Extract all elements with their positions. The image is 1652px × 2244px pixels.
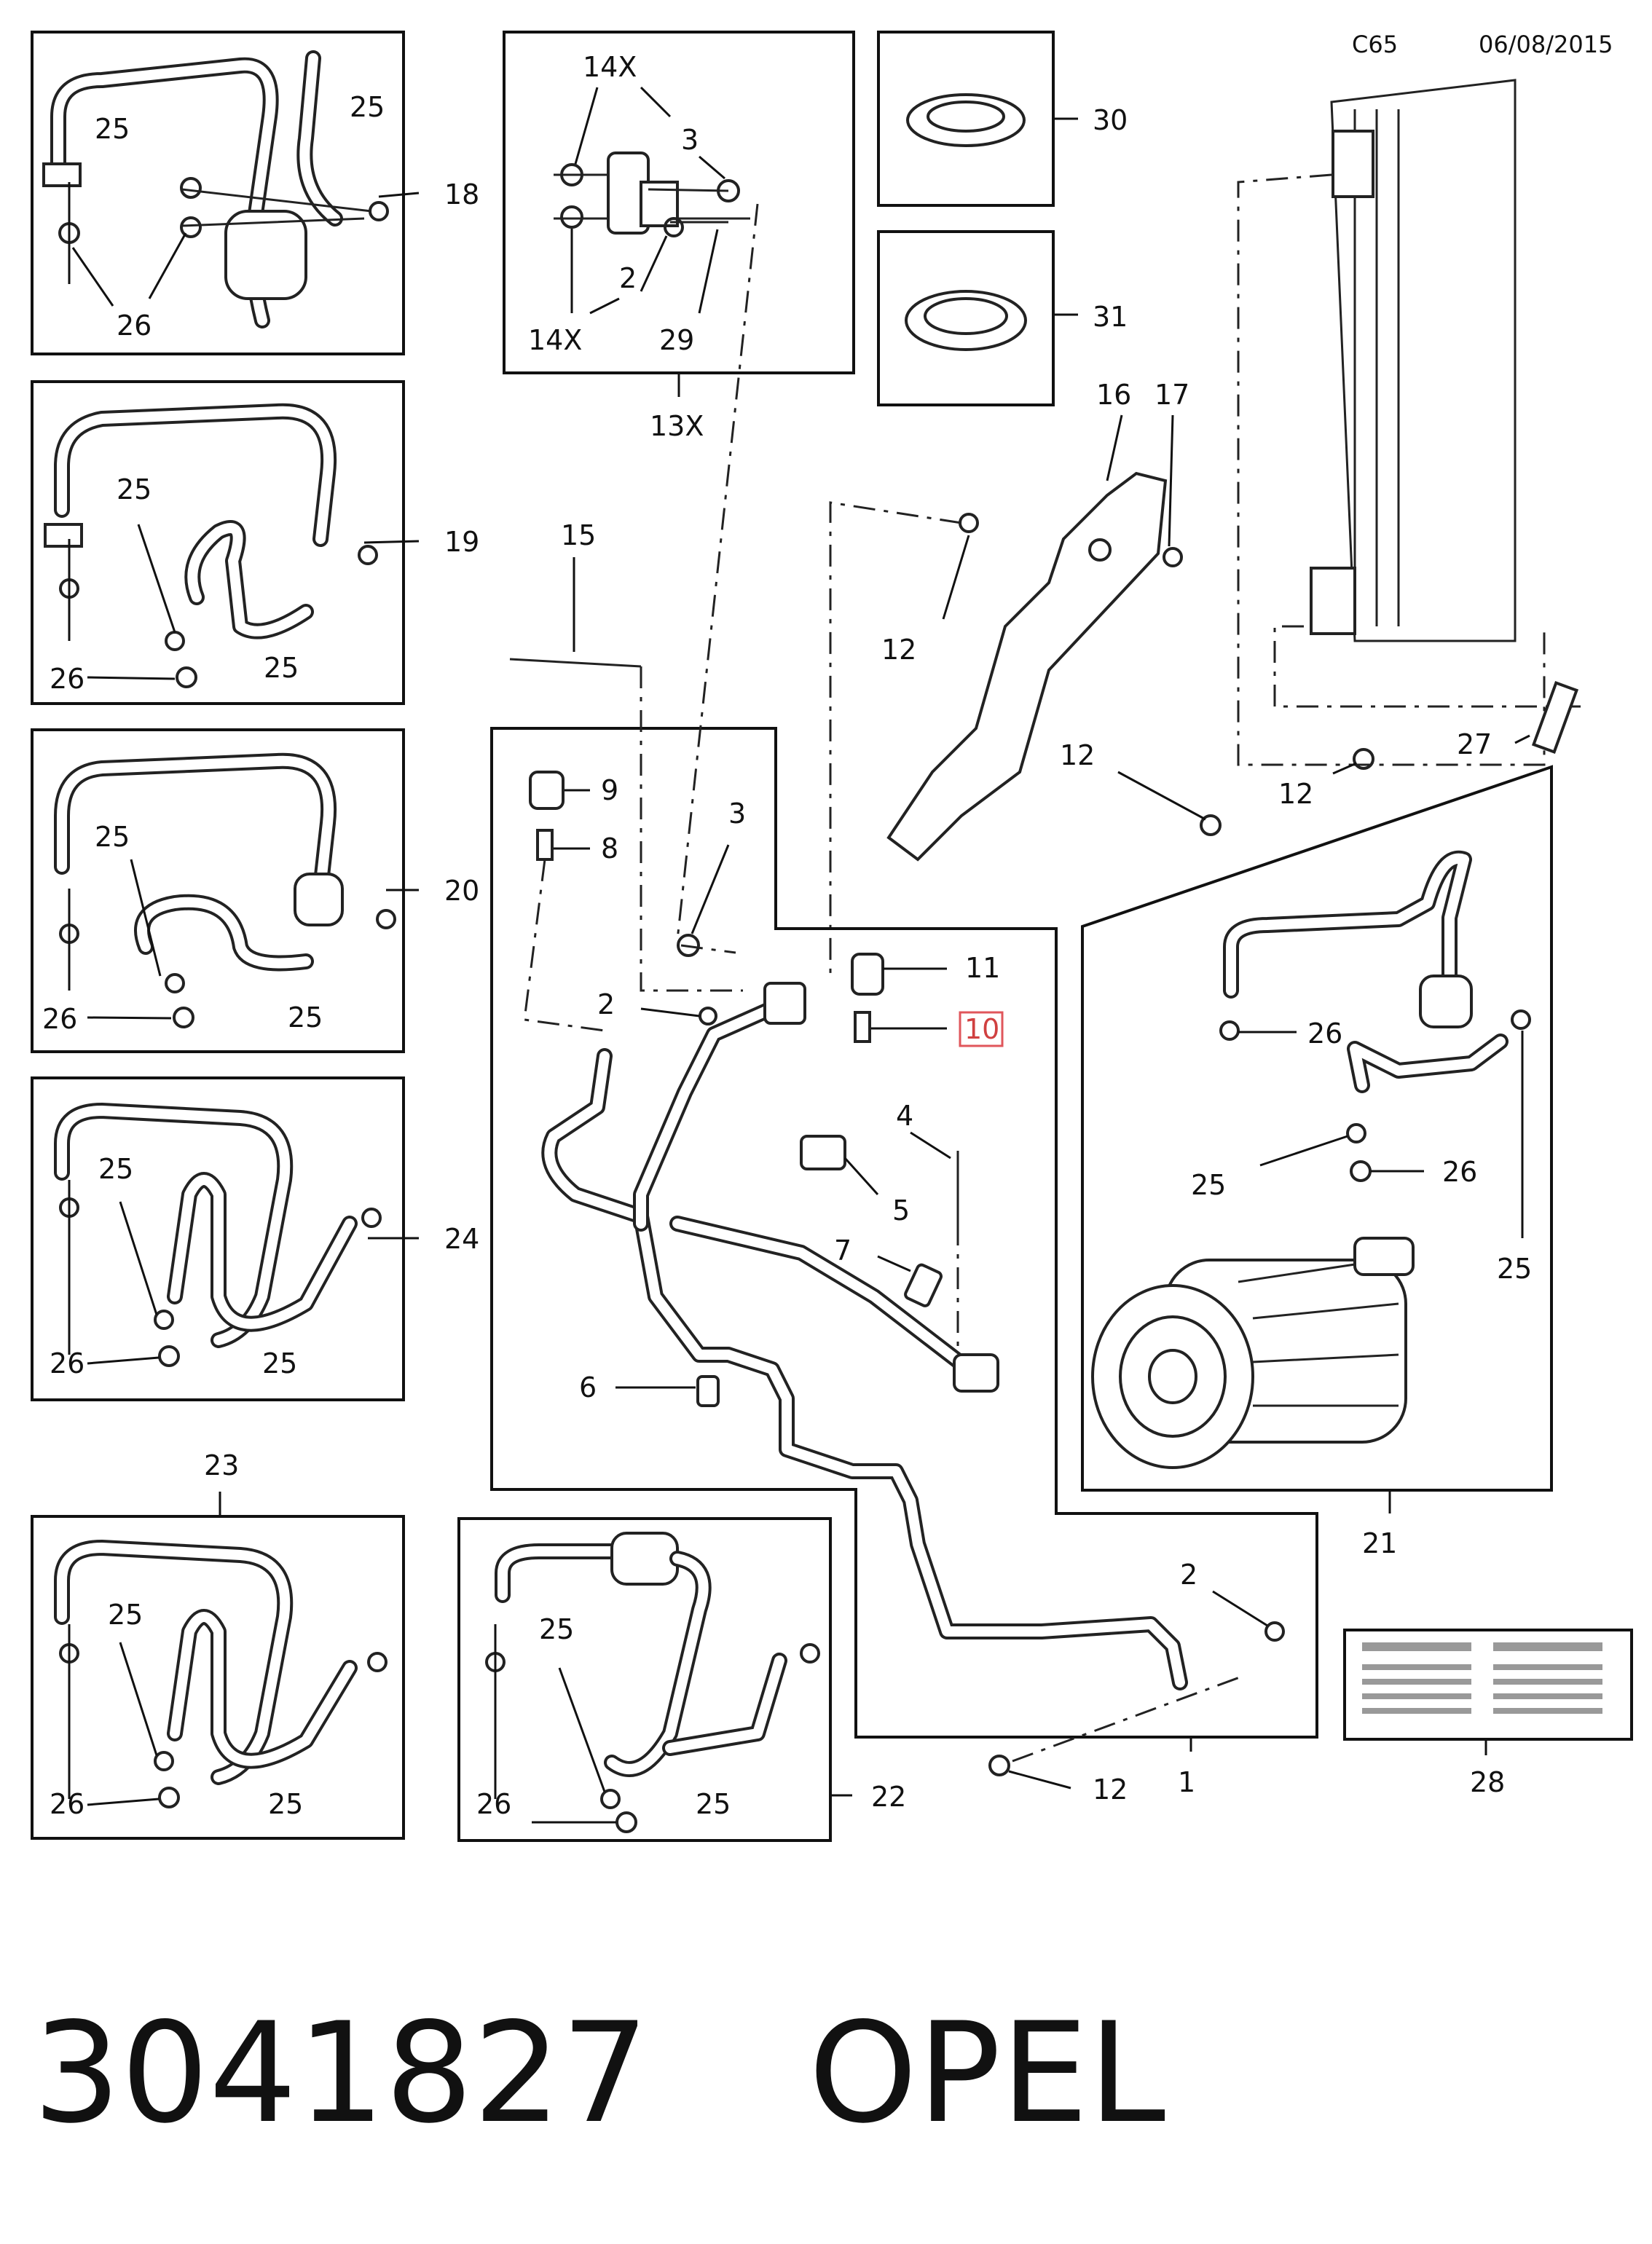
callout-26: 26 [1442,1156,1477,1188]
callout-25: 25 [539,1613,574,1645]
inset-21: 26 25 26 25 21 [1081,765,1553,1559]
callout-25: 25 [108,1599,143,1631]
callout-13x: 13X [650,410,704,442]
callout-15: 15 [561,519,596,551]
callout-25: 25 [95,821,130,853]
callout-10: 10 [964,1013,999,1045]
diagram-date: 06/08/2015 [1479,31,1613,58]
callout-25: 25 [268,1788,303,1820]
brand-name: OPEL [809,1993,1165,2154]
callout-11: 11 [965,952,1000,984]
callout-9: 9 [601,774,618,806]
callout-25: 25 [288,1001,323,1034]
callout-12: 12 [1060,739,1095,771]
callout-3: 3 [728,798,746,830]
callout-25: 25 [350,91,385,123]
inset-23: 23 25 26 25 [31,1449,405,1840]
inset-13x: 14X 3 2 14X 29 13X [503,31,855,442]
label-28: 28 [1343,1629,1633,1798]
callout-18: 18 [444,178,479,210]
callout-12: 12 [1093,1773,1128,1806]
callout-14x: 14X [583,51,637,83]
condenser [1237,79,1588,766]
callout-6: 6 [579,1371,597,1404]
callout-12: 12 [1278,778,1313,810]
callout-25: 25 [98,1153,133,1185]
callout-2: 2 [1180,1559,1197,1591]
callout-31: 31 [1093,301,1128,333]
callout-25: 25 [95,113,130,145]
callout-25: 25 [264,652,299,684]
callout-26: 26 [1307,1017,1342,1050]
bracket-16: 16 17 12 [829,379,1189,976]
callout-4: 4 [896,1100,913,1132]
callout-26: 26 [42,1003,77,1035]
callout-25: 25 [262,1347,297,1379]
callout-28: 28 [1470,1766,1505,1798]
callout-17: 17 [1155,379,1189,411]
callout-30: 30 [1093,104,1128,136]
callout-25: 25 [1497,1253,1532,1285]
callout-16: 16 [1096,379,1131,411]
nut-12-group: 12 12 27 [1060,681,1579,836]
highlight-box [959,1011,1004,1047]
callout-14x: 14X [528,324,582,356]
inset-22: 25 26 25 22 [457,1517,906,1842]
callout-12: 12 [881,634,916,666]
inset-18: 25 25 26 18 [31,31,479,355]
callout-26: 26 [50,663,84,695]
inset-30: 30 [877,31,1128,207]
callout-24: 24 [444,1223,479,1255]
inset-31: 31 [877,230,1128,406]
callout-29: 29 [659,324,694,356]
inset-24: 25 26 25 24 [31,1076,479,1401]
inset-20: 25 26 25 20 [31,728,479,1053]
part-number: 3041827 [33,1993,649,2154]
callout-1: 1 [1178,1766,1195,1798]
callout-22: 22 [871,1781,906,1813]
callout-23: 23 [204,1449,239,1481]
compressor-icon [1091,1237,1415,1469]
callout-25: 25 [1191,1169,1226,1201]
callout-21: 21 [1362,1527,1397,1559]
callout-25: 25 [117,473,152,505]
callout-26: 26 [50,1347,84,1379]
callout-3: 3 [681,124,699,156]
callout-2: 2 [597,988,615,1020]
callout-2: 2 [619,262,637,294]
callout-26: 26 [476,1788,511,1820]
callout-20: 20 [444,875,479,907]
callout-26: 26 [50,1788,84,1820]
callout-26: 26 [117,310,152,342]
callout-25: 25 [696,1788,731,1820]
diagram-code: C65 [1352,31,1398,58]
callout-19: 19 [444,526,479,558]
callout-7: 7 [834,1235,851,1267]
callout-8: 8 [601,832,618,865]
callout-5: 5 [892,1194,910,1227]
callout-27: 27 [1457,728,1492,760]
inset-19: 25 26 25 19 [31,380,479,705]
main-assembly: 15 9 8 3 2 11 10 [490,203,1318,1806]
